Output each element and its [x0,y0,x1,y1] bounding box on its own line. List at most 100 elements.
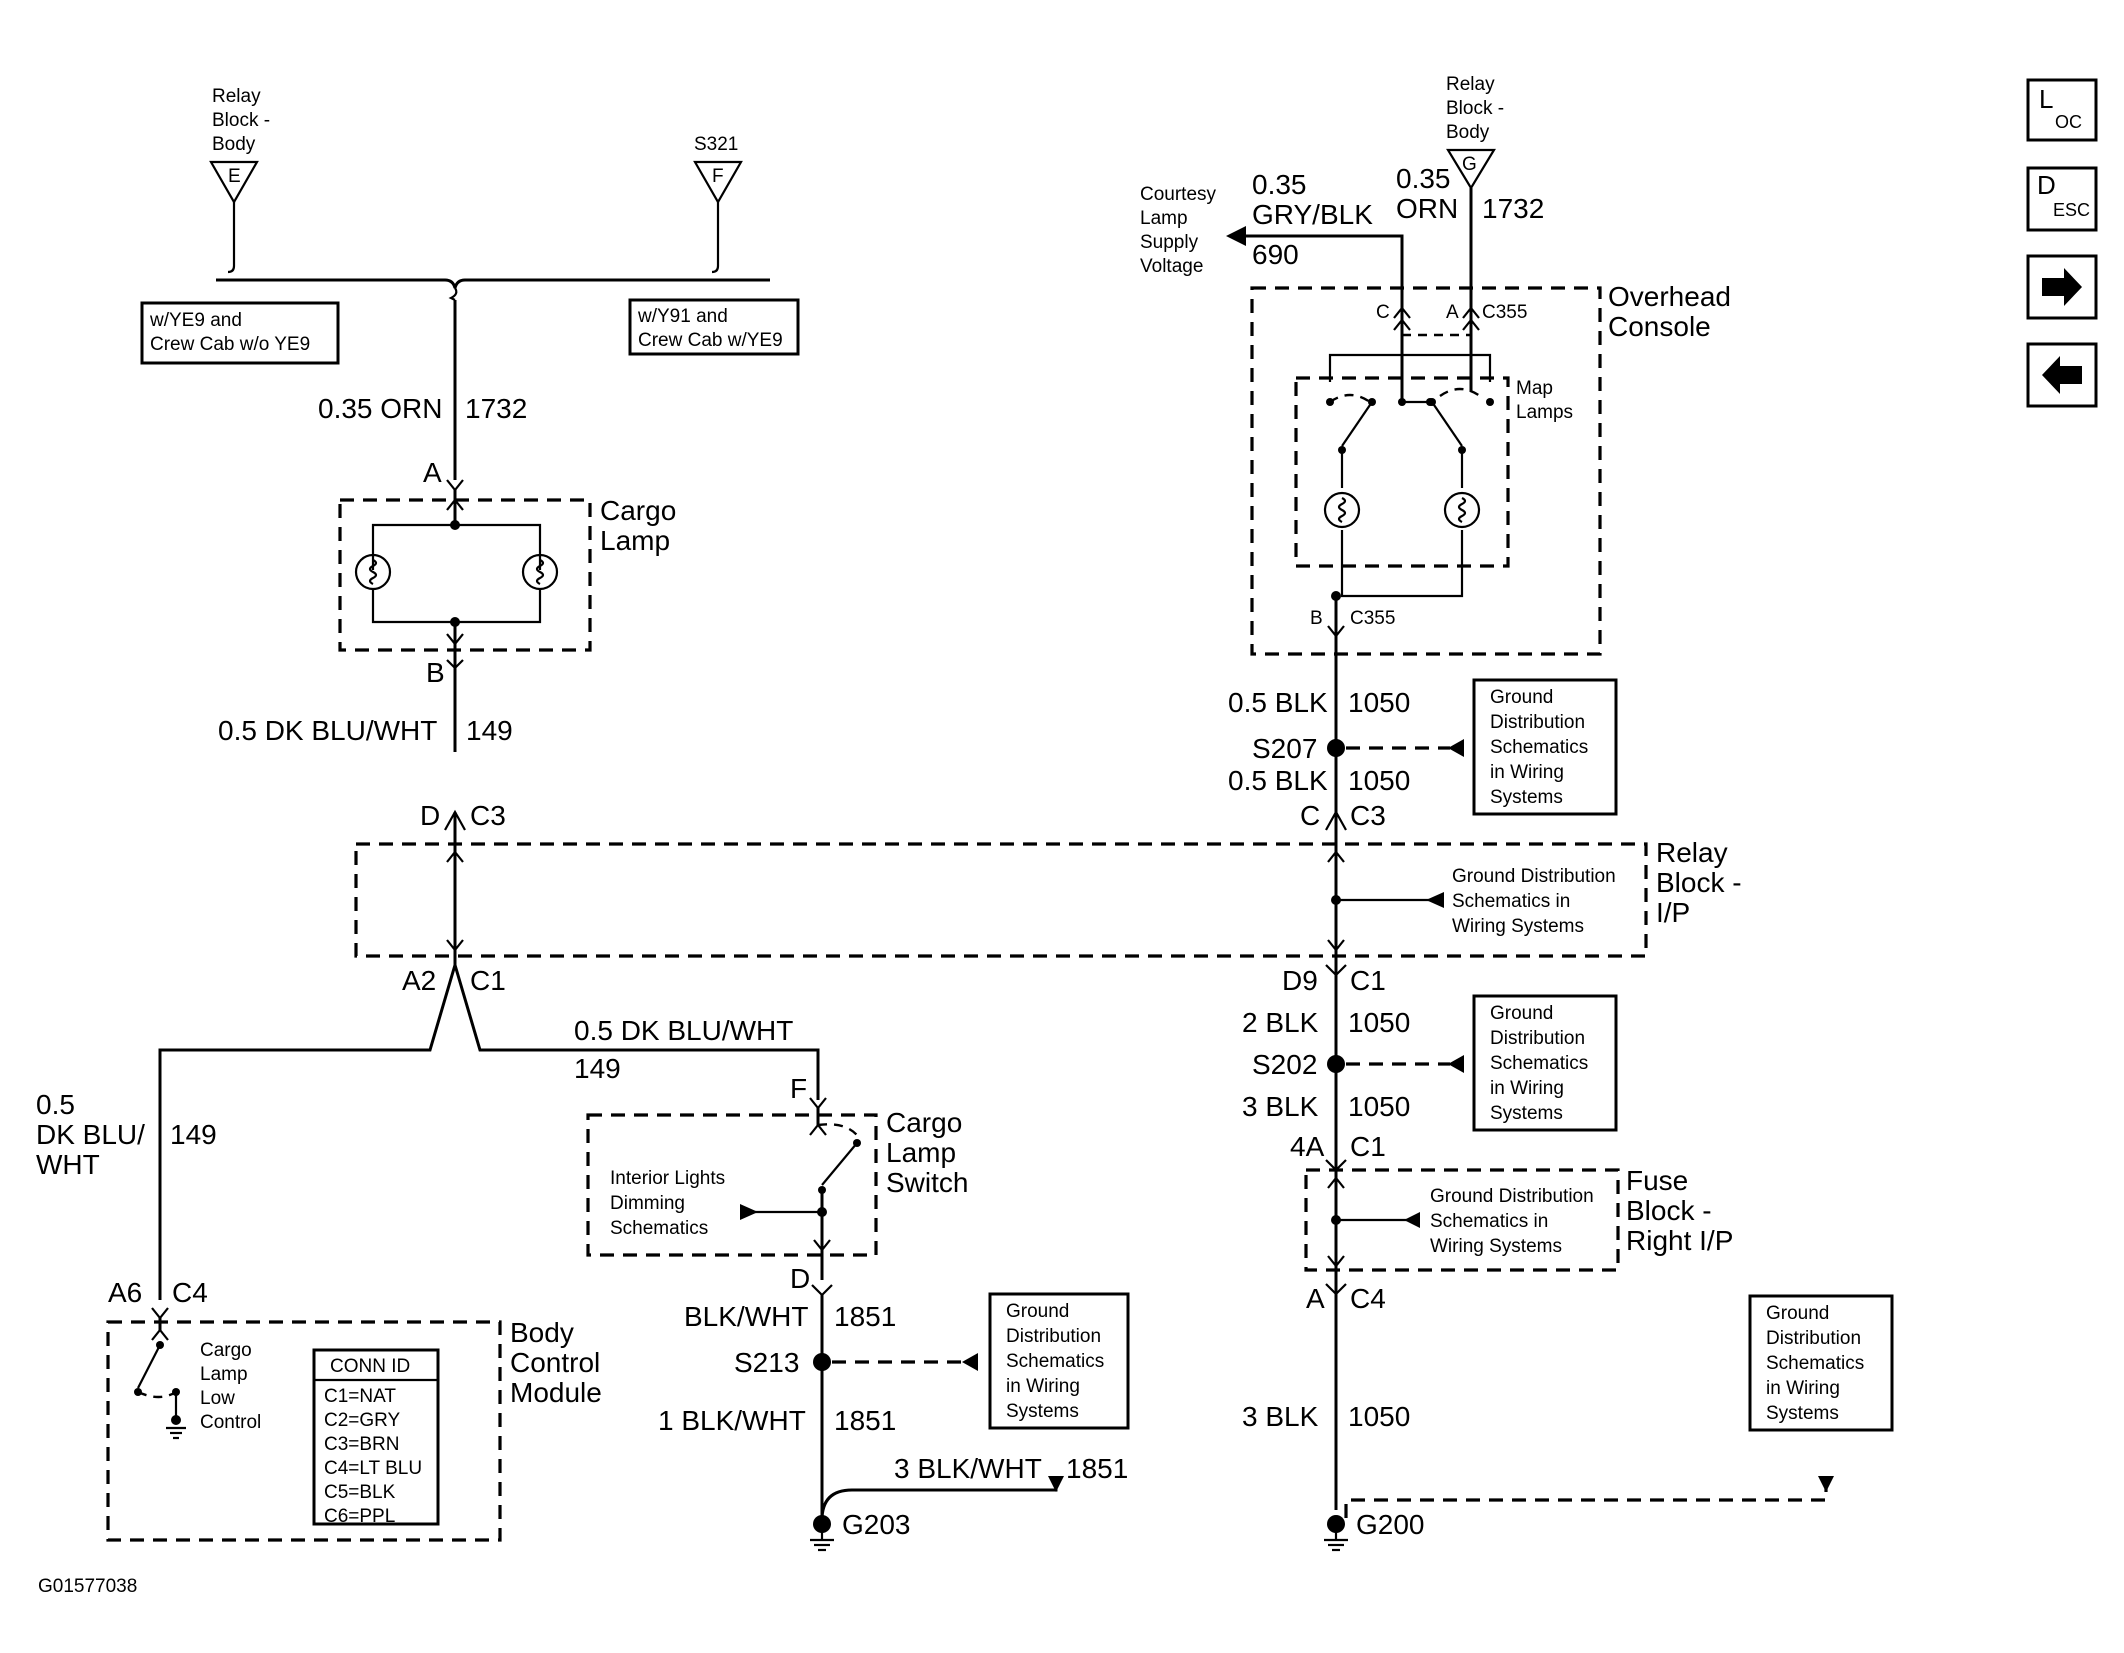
circuit-1732-left-label: 1732 [465,393,527,424]
ground-g203-icon [810,1530,834,1552]
wire-dkblu-149-label: 0.5 DK BLU/WHT [218,715,437,746]
switch-pin-f: F [790,1073,807,1104]
fuse-conn-c4: C4 [1350,1283,1386,1314]
relay-ip-out-right-conn: C1 [1350,965,1386,996]
circuit-1851-label-3: 1851 [1066,1453,1128,1484]
bcm-ground-icon [166,1415,186,1440]
pin-f-label: F [712,166,724,187]
map-lamp-left-icon [1323,491,1361,529]
overhead-conn-bottom: C355 [1350,608,1395,629]
wire-05blk-label-1: 0.5 BLK [1228,687,1328,718]
s202-label: S202 [1252,1049,1317,1080]
arrow-right-icon [2042,268,2082,306]
cargo-lamp-bulb-right-icon [521,553,559,591]
wire-05blk-label-2: 0.5 BLK [1228,765,1328,796]
relay-ip-out-left-conn: C1 [470,965,506,996]
cargo-lamp-switch-box [586,1113,878,1257]
option-box-right [628,298,800,356]
circuit-1050-label-3: 1050 [1348,1007,1410,1038]
overhead-conn-top: C355 [1482,302,1527,323]
g200-label: G200 [1356,1509,1425,1540]
circuit-switch-label: 149 [574,1053,621,1084]
overhead-pin-c: C [1376,302,1390,323]
previous-button[interactable] [2026,342,2098,408]
g200-ground-ref-box [1748,1294,1894,1432]
s321-label: S321 [694,134,738,155]
overhead-pin-b: B [1310,608,1323,629]
relay-ip-out-left-pin: A2 [402,965,436,996]
relay-ip-left-conn: C3 [470,800,506,831]
s202-ground-ref-box [1472,994,1618,1132]
s213-ground-ref-box [988,1292,1130,1430]
fuse-pin-a: A [1306,1283,1325,1314]
next-button[interactable] [2026,254,2098,320]
pin-g-label: G [1462,154,1477,175]
wire-3blk-label-1: 3 BLK [1242,1091,1319,1122]
connector-e-symbol [209,160,259,205]
desc-button[interactable]: D ESC [2026,166,2098,232]
conn-id-title: CONN ID [330,1356,410,1377]
figure-id: G01577038 [38,1576,137,1597]
wire-3blk-label-2: 3 BLK [1242,1401,1319,1432]
map-lamps-box [1294,376,1510,568]
pin-e-label: E [228,166,241,187]
wire-2blk-label: 2 BLK [1242,1007,1319,1038]
relay-block-ip-box [354,842,1648,958]
map-lamp-right-icon [1443,491,1481,529]
circuit-1050-label-4: 1050 [1348,1091,1410,1122]
circuit-1851-label-2: 1851 [834,1405,896,1436]
connector-g-symbol [1446,148,1496,191]
switch-pin-d: D [790,1263,810,1294]
wire-switch-label: 0.5 DK BLU/WHT [574,1015,793,1046]
conn-id-item: C6=PPL [324,1506,395,1527]
circuit-1050-label-1: 1050 [1348,687,1410,718]
loc-button[interactable]: L OC [2026,78,2098,142]
option-box-left [140,301,340,365]
relay-ip-right-pin: C [1300,800,1320,831]
conn-id-item: C2=GRY [324,1410,401,1431]
pin-4a-label: 4A [1290,1131,1325,1162]
relay-ip-right-conn: C3 [1350,800,1386,831]
bcm-box [106,1320,502,1542]
cargo-lamp-bulb-left-icon [354,553,392,591]
s207-splice [1327,739,1345,757]
circuit-149-label: 149 [466,715,513,746]
connector-f-symbol [693,160,743,205]
relay-ip-left-pin: D [420,800,440,831]
g203-label: G203 [842,1509,911,1540]
s207-ground-ref-box [1472,678,1618,816]
wire-1blkwht-label: 1 BLK/WHT [658,1405,806,1436]
s213-label: S213 [734,1347,799,1378]
wire-blkwht-label: BLK/WHT [684,1301,808,1332]
desc-button-big: D [2037,170,2056,200]
conn-4a-label: C1 [1350,1131,1386,1162]
overhead-pin-a: A [1446,302,1459,323]
conn-id-item: C4=LT BLU [324,1458,422,1479]
ground-g200-icon [1324,1530,1348,1552]
relay-ip-out-right-pin: D9 [1282,965,1318,996]
conn-id-item: C3=BRN [324,1434,400,1455]
s207-label: S207 [1252,733,1317,764]
overhead-console-box [1250,286,1602,656]
wire-3blkwht-label: 3 BLK/WHT [894,1453,1042,1484]
